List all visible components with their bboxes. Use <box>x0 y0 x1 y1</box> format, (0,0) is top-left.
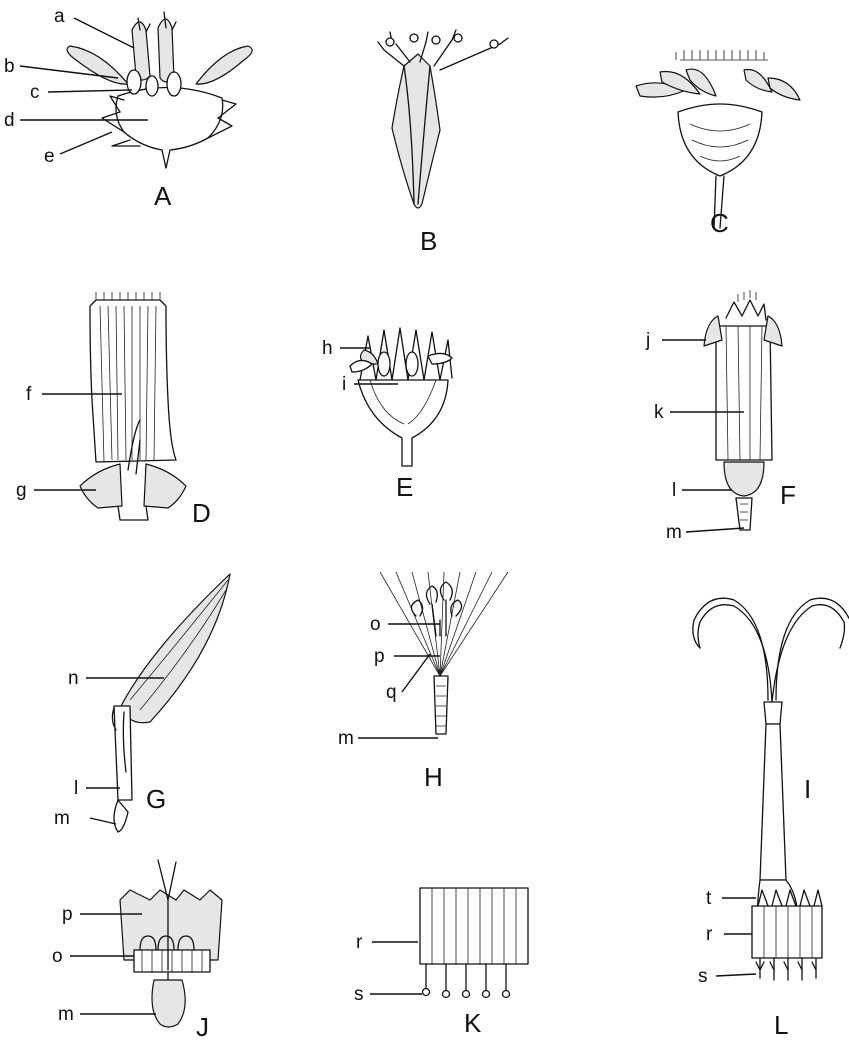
leader-lines <box>20 18 756 1014</box>
part-label-s-l: s <box>698 966 708 987</box>
part-label-l-g: l <box>74 778 78 799</box>
part-label-t: t <box>706 888 712 909</box>
part-label-c: c <box>30 82 40 103</box>
panel-k-drawing <box>420 888 528 998</box>
panel-b-drawing <box>378 30 508 208</box>
panel-d-drawing <box>80 292 186 520</box>
part-label-d: d <box>4 110 15 131</box>
part-label-j: j <box>645 330 650 351</box>
part-label-o-j: o <box>52 946 63 967</box>
panel-label-k: K <box>464 1008 482 1038</box>
part-label-b: b <box>4 56 15 77</box>
panel-i-drawing <box>693 598 849 956</box>
panel-c-drawing <box>636 50 800 228</box>
panel-label-h: H <box>424 762 443 792</box>
part-label-m-g: m <box>54 808 70 829</box>
part-label-r-k: r <box>356 932 363 953</box>
panel-label-j: J <box>196 1012 209 1042</box>
part-label-q: q <box>386 682 397 703</box>
panel-label-e: E <box>396 472 413 502</box>
panel-label-g: G <box>146 784 166 814</box>
part-label-g: g <box>16 480 27 501</box>
part-label-k: k <box>654 402 664 423</box>
panel-label-c: C <box>710 208 729 238</box>
panel-a-drawing <box>67 12 252 168</box>
part-label-a: a <box>54 6 65 27</box>
panel-e-drawing <box>350 328 452 466</box>
panel-label-i: I <box>804 774 811 804</box>
part-label-n: n <box>68 668 79 689</box>
part-label-l-f: l <box>672 480 676 501</box>
panel-label-b: B <box>420 226 437 256</box>
part-label-e: e <box>44 146 55 167</box>
part-label-m-j: m <box>58 1004 74 1025</box>
part-label-h: h <box>322 338 333 359</box>
part-label-p-h: p <box>374 646 385 667</box>
panel-j-drawing <box>120 860 222 1027</box>
panel-label-a: A <box>154 181 172 211</box>
part-label-m-f: m <box>666 522 682 543</box>
part-label-m-h: m <box>338 728 354 749</box>
part-label-f: f <box>26 384 32 405</box>
part-label-r-l: r <box>706 924 713 945</box>
panel-label-f: F <box>780 480 796 510</box>
part-label-o-h: o <box>370 614 381 635</box>
part-label-p-j: p <box>62 904 73 925</box>
panel-label-l: L <box>774 1010 788 1040</box>
panel-f-drawing <box>704 290 782 530</box>
panel-label-d: D <box>192 498 211 528</box>
part-labels: a b c d e f g h i j k l m n l m o p q m … <box>4 6 713 1025</box>
part-label-i: i <box>342 374 346 395</box>
part-label-s-k: s <box>354 984 364 1005</box>
panel-h-drawing <box>380 572 508 734</box>
panel-g-drawing <box>112 574 230 832</box>
